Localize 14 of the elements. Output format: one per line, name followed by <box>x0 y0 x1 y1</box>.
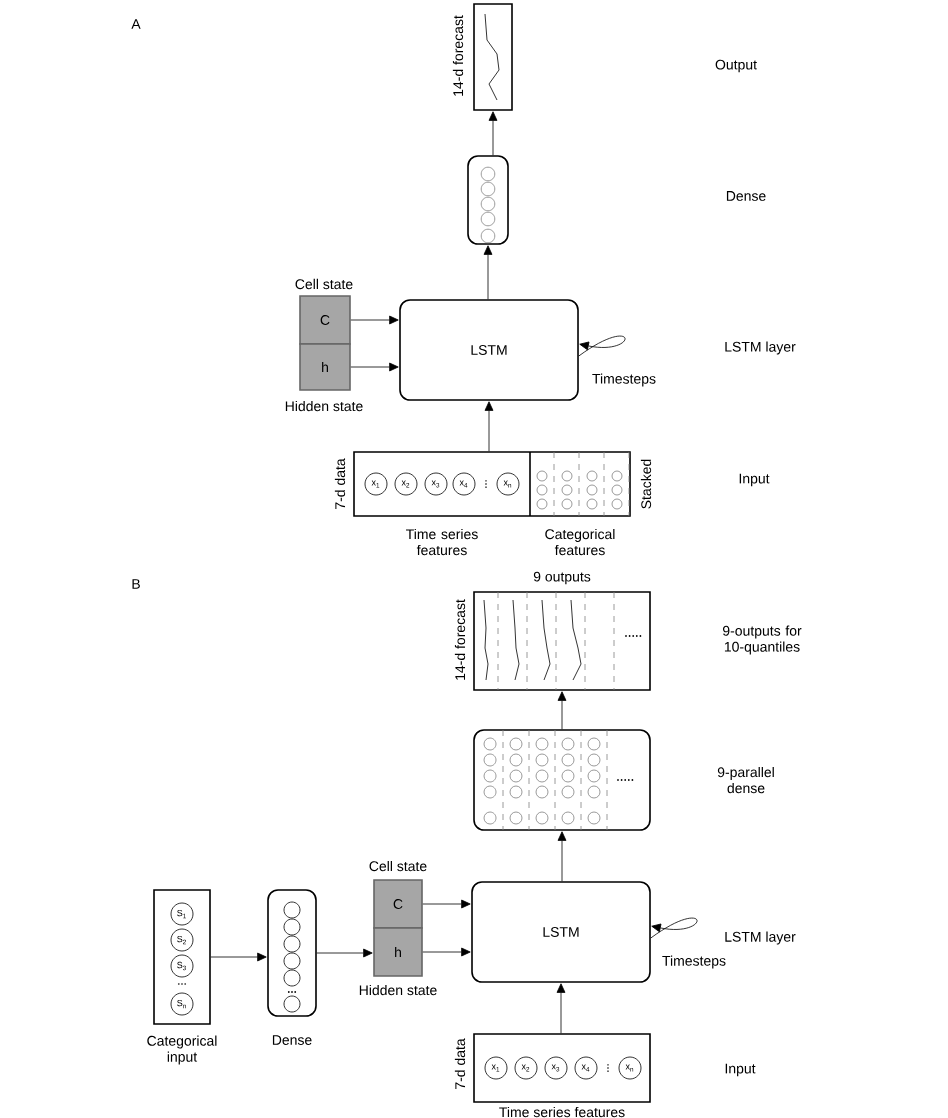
arrow <box>557 831 567 882</box>
arrow <box>557 691 567 730</box>
arrow <box>316 948 373 958</box>
arrow <box>488 111 498 156</box>
arrow <box>350 362 399 372</box>
arrow <box>650 917 698 939</box>
arrow <box>556 983 566 1034</box>
arrow <box>422 899 471 909</box>
arrow <box>350 315 399 325</box>
arrow <box>483 245 493 300</box>
arrow <box>422 947 471 957</box>
arrow <box>484 401 494 452</box>
arrow <box>578 335 626 357</box>
arrow <box>210 952 267 962</box>
